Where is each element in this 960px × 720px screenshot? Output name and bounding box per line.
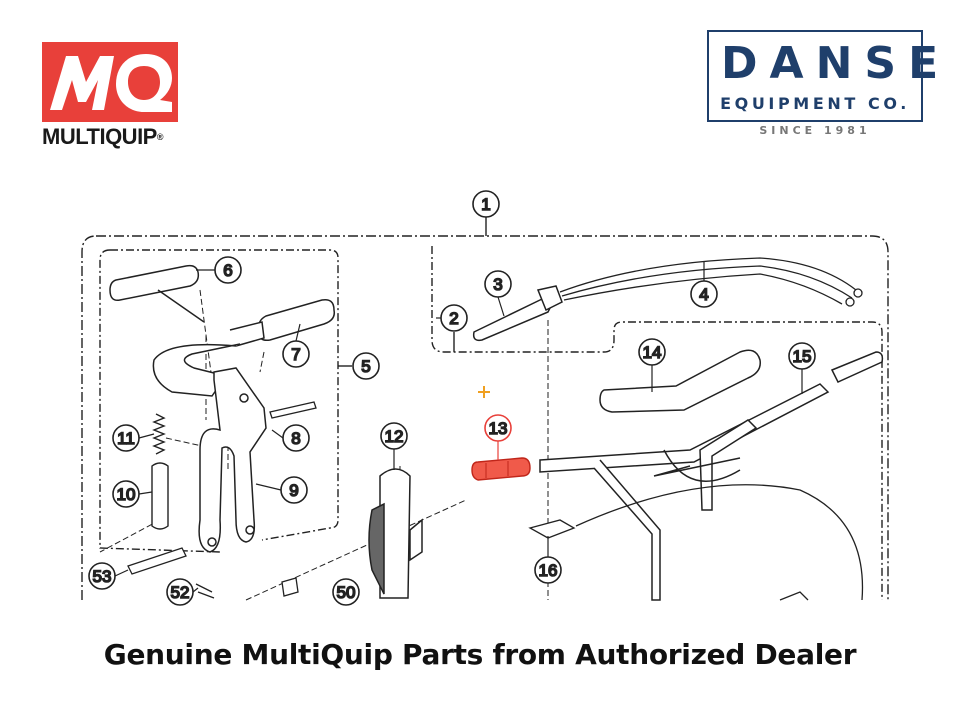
part-52 <box>195 583 215 599</box>
caption: Genuine MultiQuip Parts from Authorized … <box>103 638 857 671</box>
svg-text:16: 16 <box>539 561 558 580</box>
callout-2: 2 <box>440 304 468 332</box>
callout-15: 15 <box>788 342 816 370</box>
danse-logo-frame: DANSE EQUIPMENT CO. <box>707 30 951 122</box>
svg-text:3: 3 <box>493 275 502 294</box>
part-4-cable <box>559 257 863 307</box>
svg-text:15: 15 <box>793 347 812 366</box>
svg-text:12: 12 <box>385 427 404 446</box>
svg-text:6: 6 <box>223 261 232 280</box>
callout-4: 4 <box>690 280 718 308</box>
part-14-grip <box>599 349 761 413</box>
svg-text:50: 50 <box>337 583 356 602</box>
svg-text:7: 7 <box>291 345 300 364</box>
part-partial-bottom <box>779 591 809 601</box>
part-13-highlighted <box>471 457 531 481</box>
svg-text:8: 8 <box>291 429 300 448</box>
svg-text:2: 2 <box>449 309 458 328</box>
multiquip-wordmark-text: MULTIQUIP <box>42 124 157 149</box>
callout-3: 3 <box>484 270 512 298</box>
svg-text:10: 10 <box>117 485 136 504</box>
danse-subtitle: EQUIPMENT CO. <box>720 94 910 113</box>
danse-name: DANSE <box>721 38 951 89</box>
svg-text:9: 9 <box>289 481 298 500</box>
mq-monogram-icon <box>42 42 178 122</box>
assembly-outline <box>81 235 889 600</box>
callout-9: 9 <box>280 476 308 504</box>
svg-text:5: 5 <box>361 357 370 376</box>
callout-11: 11 <box>112 424 140 452</box>
multiquip-wordmark: MULTIQUIP® <box>42 124 164 150</box>
callout-8: 8 <box>282 424 310 452</box>
part-11-spring <box>152 413 166 455</box>
callout-13: 13 <box>484 414 512 442</box>
callout-1: 1 <box>472 190 500 218</box>
position-marker-icon <box>478 386 490 398</box>
svg-text:1: 1 <box>481 195 490 214</box>
svg-text:53: 53 <box>93 567 112 586</box>
callout-7: 7 <box>282 340 310 368</box>
callout-16: 16 <box>534 556 562 584</box>
part-53-bar <box>127 547 187 575</box>
callout-5: 5 <box>352 352 380 380</box>
callout-6: 6 <box>214 256 242 284</box>
callout-12: 12 <box>380 422 408 450</box>
callout-50: 50 <box>332 578 360 606</box>
callout-52: 52 <box>166 578 194 606</box>
svg-text:13: 13 <box>489 419 508 438</box>
part-12-bracket <box>368 468 423 599</box>
danse-since: SINCE 1981 <box>759 124 871 137</box>
svg-text:4: 4 <box>699 285 708 304</box>
part-9-frame <box>198 367 267 553</box>
registered-mark: ® <box>156 132 164 142</box>
callout-10: 10 <box>112 480 140 508</box>
danse-equipment-logo: DANSE EQUIPMENT CO. SINCE 1981 <box>705 28 951 148</box>
callout-14: 14 <box>638 338 666 366</box>
part-10-plunger <box>151 462 169 530</box>
svg-text:11: 11 <box>117 429 135 448</box>
callout-53: 53 <box>88 562 116 590</box>
part-6-grip <box>109 264 205 323</box>
part-50 <box>281 577 299 597</box>
part-8-pin <box>269 401 317 419</box>
part-3-throttle <box>472 285 563 342</box>
svg-text:14: 14 <box>643 343 662 362</box>
part-15-handle <box>539 351 884 601</box>
svg-text:52: 52 <box>171 583 190 602</box>
part-16-cable <box>528 484 864 601</box>
multiquip-logo: MULTIQUIP® <box>40 40 182 152</box>
